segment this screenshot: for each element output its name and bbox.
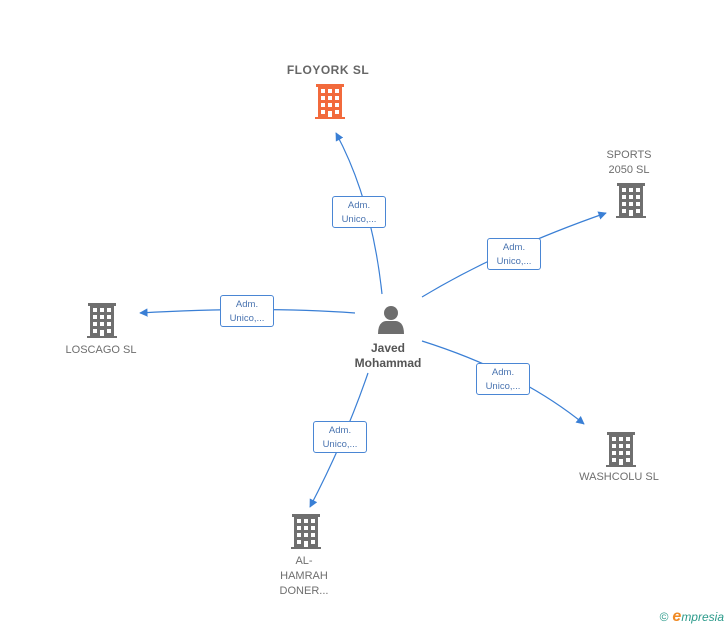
company-label-floyork[interactable]: FLOYORK SL <box>286 63 370 77</box>
copyright-icon: © <box>659 610 669 624</box>
person-label[interactable]: Javed Mohammad <box>354 341 422 370</box>
building-icon[interactable] <box>315 84 345 119</box>
building-icon[interactable] <box>291 514 321 549</box>
edge-label-sports2050[interactable]: Adm.Unico,... <box>487 238 541 270</box>
edge-label-loscago[interactable]: Adm.Unico,... <box>220 295 274 327</box>
building-icon[interactable] <box>606 432 636 467</box>
company-label-alhamrah[interactable]: AL- HAMRAH DONER... <box>279 555 329 597</box>
company-label-washcolu[interactable]: WASHCOLU SL <box>579 471 659 483</box>
company-label-sports2050[interactable]: SPORTS 2050 SL <box>606 149 652 176</box>
person-icon[interactable] <box>378 306 404 334</box>
building-icon[interactable] <box>87 303 117 338</box>
edge-label-alhamrah[interactable]: Adm.Unico,... <box>313 421 367 453</box>
building-icon[interactable] <box>616 183 646 218</box>
empresia-logo: ©empresia <box>659 608 724 625</box>
company-label-loscago[interactable]: LOSCAGO SL <box>65 344 137 356</box>
edge-label-washcolu[interactable]: Adm.Unico,... <box>476 363 530 395</box>
edge-label-floyork[interactable]: Adm.Unico,... <box>332 196 386 228</box>
